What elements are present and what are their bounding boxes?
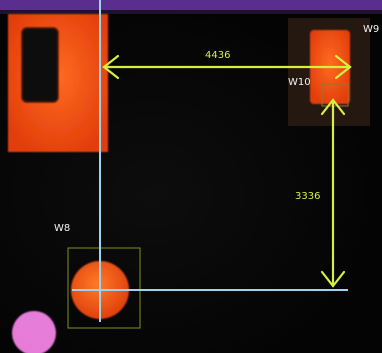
w8-box [67,247,141,329]
vertical-distance-label: 3336 [295,191,321,202]
w8-label: W8 [54,223,71,234]
vertical-measure-arrow [320,98,346,288]
pad-upper-left [8,14,108,152]
horizontal-measure-arrow [102,54,352,80]
pink-blob [12,311,56,353]
top-strip [0,0,382,10]
horizontal-distance-label: 4436 [205,50,231,61]
w9-label: W9 [363,24,380,35]
w10-box [321,83,349,107]
w10-label: W10 [288,77,311,88]
